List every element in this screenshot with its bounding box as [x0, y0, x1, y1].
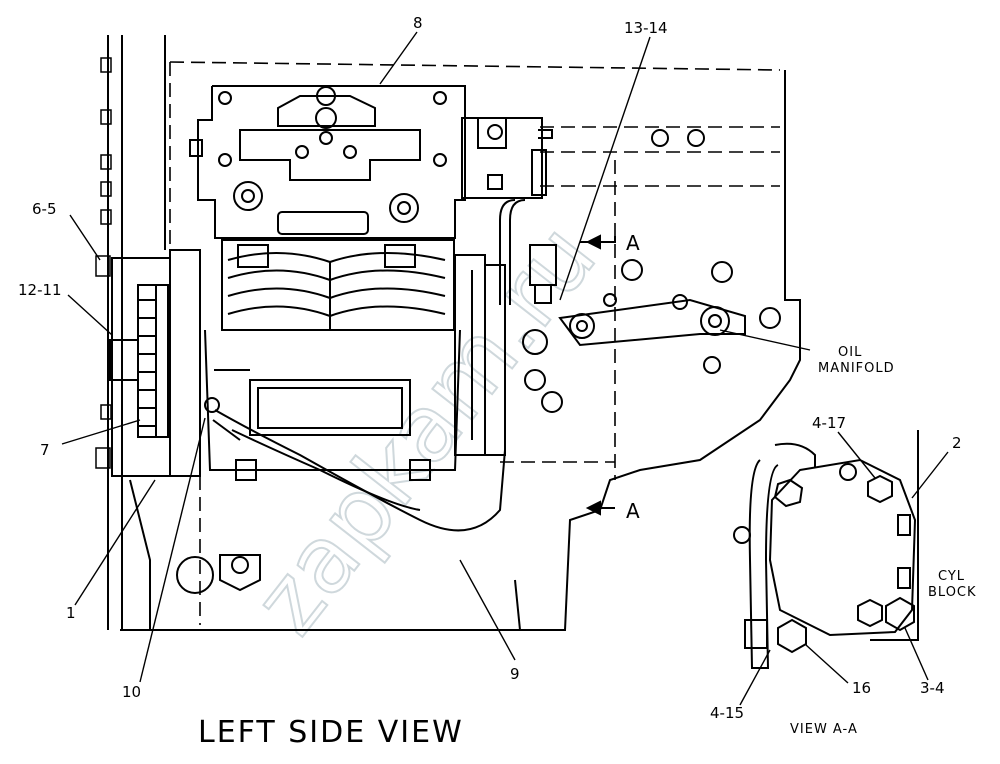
callout-12-11: 12-11: [18, 281, 62, 299]
view-a-a-title: VIEW A-A: [790, 722, 858, 737]
callout-8: 8: [413, 14, 423, 32]
callout-13-14: 13-14: [624, 19, 668, 37]
callout-7: 7: [40, 441, 50, 459]
left-side-view-drawing: [61, 31, 811, 683]
oil-manifold-label-line2: MANIFOLD: [818, 361, 895, 376]
view-a-a-drawing: [733, 430, 949, 706]
callout-6-5: 6-5: [32, 200, 57, 218]
callout-1: 1: [66, 604, 76, 622]
section-marker-top: A: [626, 231, 640, 255]
callout-3-4: 3-4: [920, 679, 945, 697]
callout-2: 2: [952, 434, 962, 452]
cyl-block-label-line1: CYL: [938, 569, 965, 584]
left-side-view-title: LEFT SIDE VIEW: [198, 715, 464, 750]
callout-4-17: 4-17: [812, 414, 846, 432]
callout-10: 10: [122, 683, 141, 701]
section-marker-bottom: A: [626, 499, 640, 523]
cyl-block-label-line2: BLOCK: [928, 585, 977, 600]
callout-4-15: 4-15: [710, 704, 744, 722]
oil-manifold-label-line1: OIL: [838, 345, 862, 360]
callout-9: 9: [510, 665, 520, 683]
callout-16: 16: [852, 679, 871, 697]
